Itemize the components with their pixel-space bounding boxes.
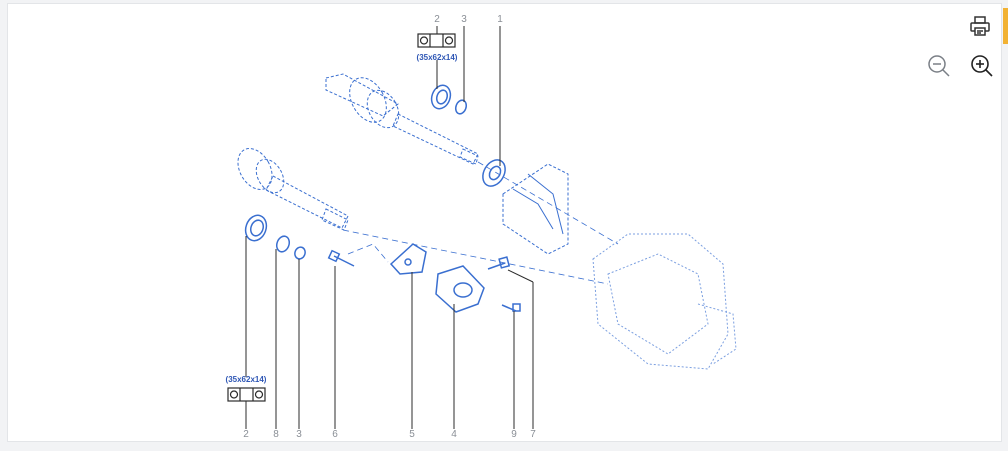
callout-bottom-5: 5 bbox=[409, 429, 415, 440]
bearing-bottom bbox=[244, 214, 268, 242]
lower-driveshaft bbox=[237, 148, 349, 231]
bolt-6 bbox=[327, 249, 355, 267]
zoom-out-icon bbox=[928, 55, 950, 77]
bolt-9 bbox=[501, 303, 521, 312]
callout-bottom-2: 2 bbox=[243, 429, 249, 440]
callout-bottom-7: 7 bbox=[530, 429, 536, 440]
callout-top-3: 3 bbox=[461, 14, 467, 25]
callout-top-1: 1 bbox=[497, 14, 503, 25]
accent-bar bbox=[1003, 8, 1008, 44]
callout-bottom-6: 6 bbox=[332, 429, 338, 440]
leader-lines bbox=[245, 26, 534, 429]
dimension-label-top: (35x62x14) bbox=[417, 53, 458, 62]
exploded-parts-diagram: (35x62x14) (35x62x14) 2 3 1 2 8 3 6 5 4 … bbox=[226, 14, 737, 440]
zoom-in-button[interactable] bbox=[969, 53, 995, 79]
diagram-viewer: (35x62x14) (35x62x14) 2 3 1 2 8 3 6 5 4 … bbox=[7, 3, 1002, 442]
zoom-out-button[interactable] bbox=[926, 53, 952, 79]
callout-top-2: 2 bbox=[434, 14, 440, 25]
seal-ring-top bbox=[482, 159, 506, 187]
assembly-lines bbox=[342, 161, 619, 285]
gearbox bbox=[592, 233, 737, 370]
ring-bottom bbox=[275, 235, 291, 253]
circlip-top bbox=[454, 99, 468, 115]
print-button[interactable] bbox=[967, 13, 993, 39]
bearing-symbol-bottom bbox=[227, 387, 266, 402]
upper-driveshaft bbox=[325, 73, 479, 165]
callout-bottom-4: 4 bbox=[451, 429, 457, 440]
bearing-housing-4 bbox=[435, 265, 485, 313]
zoom-in-icon bbox=[971, 55, 993, 77]
dimension-label-bottom: (35x62x14) bbox=[226, 375, 267, 384]
bolt-7 bbox=[487, 256, 511, 270]
plate-5 bbox=[389, 243, 427, 275]
circlip-bottom bbox=[294, 246, 306, 260]
support-bracket bbox=[502, 163, 569, 255]
callout-bottom-9: 9 bbox=[511, 429, 517, 440]
bearing-symbol-top bbox=[417, 33, 456, 48]
callout-bottom-3: 3 bbox=[296, 429, 302, 440]
callout-bottom-8: 8 bbox=[273, 429, 279, 440]
bearing-top bbox=[430, 84, 452, 110]
printer-icon bbox=[970, 16, 990, 36]
